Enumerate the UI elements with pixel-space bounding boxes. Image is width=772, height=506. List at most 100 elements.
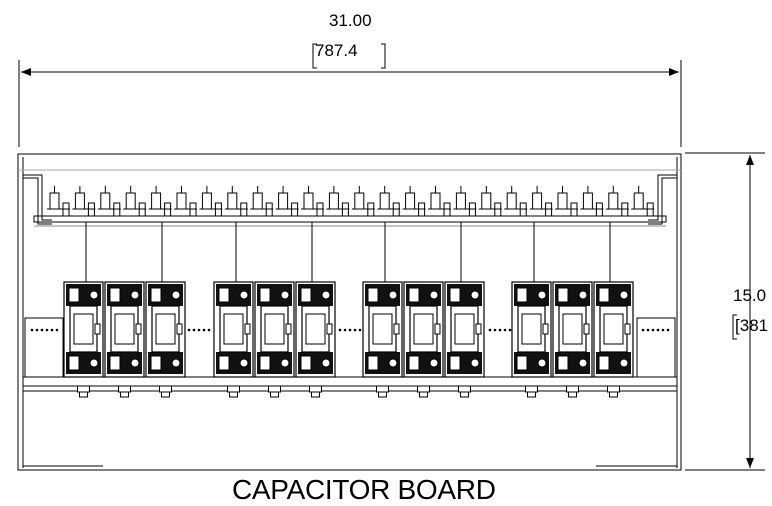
width-dimension — [18, 43, 682, 147]
screw-icon — [578, 358, 588, 368]
clip-window — [109, 287, 121, 303]
terminal-post — [582, 192, 593, 210]
fuse-latch — [475, 323, 482, 335]
fuse-holder — [213, 281, 254, 378]
screw-icon — [130, 358, 140, 368]
screw-icon — [239, 290, 249, 300]
clip-window — [516, 287, 528, 303]
screw-icon — [171, 290, 181, 300]
screw-icon — [130, 290, 140, 300]
bolt-nut — [460, 391, 469, 398]
rail-dot — [207, 328, 211, 332]
clip-window — [300, 287, 312, 303]
clip-window — [557, 287, 569, 303]
fuse-latch — [326, 323, 333, 335]
terminal-post — [354, 192, 365, 210]
height-dimension-inches: 15.0 — [733, 286, 767, 305]
clip-window — [367, 287, 379, 303]
bolt-nut — [120, 391, 129, 398]
fuse-latch — [434, 323, 441, 335]
bolt-head — [525, 385, 538, 393]
rail-dot — [187, 328, 191, 332]
terminal-post — [481, 192, 492, 210]
rail-dot — [343, 328, 347, 332]
bolt-head — [376, 385, 389, 393]
clip-window — [218, 355, 230, 371]
bolt-nut — [419, 391, 428, 398]
width-dimension-mm: 787.4 — [315, 41, 358, 60]
terminal-post — [125, 192, 136, 210]
fuse-latch — [176, 323, 183, 335]
rail-dot — [661, 328, 665, 332]
fuse-holder — [254, 281, 295, 378]
fuse-holder — [145, 281, 186, 378]
rail-dot — [45, 328, 49, 332]
rail-dot — [498, 328, 502, 332]
rail-dot — [641, 328, 645, 332]
bolt-head — [159, 385, 172, 393]
terminal-post — [49, 192, 60, 210]
clip-window — [598, 287, 610, 303]
rail-dot — [30, 328, 34, 332]
terminal-post — [278, 192, 289, 210]
rail-dot — [353, 328, 357, 332]
terminal-post — [608, 192, 619, 210]
rail-dot — [35, 328, 39, 332]
fuse-latch — [624, 323, 631, 335]
fuse-latch — [542, 323, 549, 335]
fuse-latch — [244, 323, 251, 335]
terminal-post — [405, 192, 416, 210]
terminal-post — [252, 192, 263, 210]
fuse-window — [114, 313, 135, 345]
screw-icon — [280, 358, 290, 368]
fuse-latch — [393, 323, 400, 335]
fuse-holder — [362, 281, 403, 378]
screw-icon — [321, 358, 331, 368]
screw-icon — [537, 290, 547, 300]
terminal-post — [74, 192, 85, 210]
drawing-caption: CAPACITOR BOARD — [232, 474, 496, 505]
bolt-nut — [378, 391, 387, 398]
fuse-window — [603, 313, 624, 345]
rail-dot — [646, 328, 650, 332]
rail-dot — [508, 328, 512, 332]
clip-window — [150, 287, 162, 303]
clip-window — [598, 355, 610, 371]
terminal-post — [379, 192, 390, 210]
wire-leads — [85, 222, 611, 282]
terminal-post — [303, 192, 314, 210]
terminal-post — [633, 192, 644, 210]
terminal-post — [532, 192, 543, 210]
screw-icon — [388, 358, 398, 368]
terminal-post — [506, 192, 517, 210]
bolt-nut — [568, 391, 577, 398]
rail-dot — [358, 328, 362, 332]
clip-window — [218, 287, 230, 303]
fuse-window — [521, 313, 542, 345]
rail-dot — [50, 328, 54, 332]
rail-dot — [192, 328, 196, 332]
board-outline — [17, 153, 682, 471]
terminal-post — [100, 192, 111, 210]
rail-dot — [488, 328, 492, 332]
rail-dot — [348, 328, 352, 332]
bolt-nut — [79, 391, 88, 398]
clip-window — [300, 355, 312, 371]
bolt-nut — [270, 391, 279, 398]
fuse-latch — [285, 323, 292, 335]
height-dimension-mm-value: 381 — [739, 316, 769, 335]
screw-icon — [89, 290, 99, 300]
bolt-head — [268, 385, 281, 393]
rail-dot — [338, 328, 342, 332]
fuse-window — [73, 313, 94, 345]
terminal-post — [201, 192, 212, 210]
screw-icon — [280, 290, 290, 300]
clip-window — [259, 287, 271, 303]
bolt-nut — [161, 391, 170, 398]
fuse-holder — [511, 281, 552, 378]
fuse-window — [305, 313, 326, 345]
clip-window — [449, 287, 461, 303]
screw-icon — [388, 290, 398, 300]
terminal-row — [47, 186, 655, 217]
